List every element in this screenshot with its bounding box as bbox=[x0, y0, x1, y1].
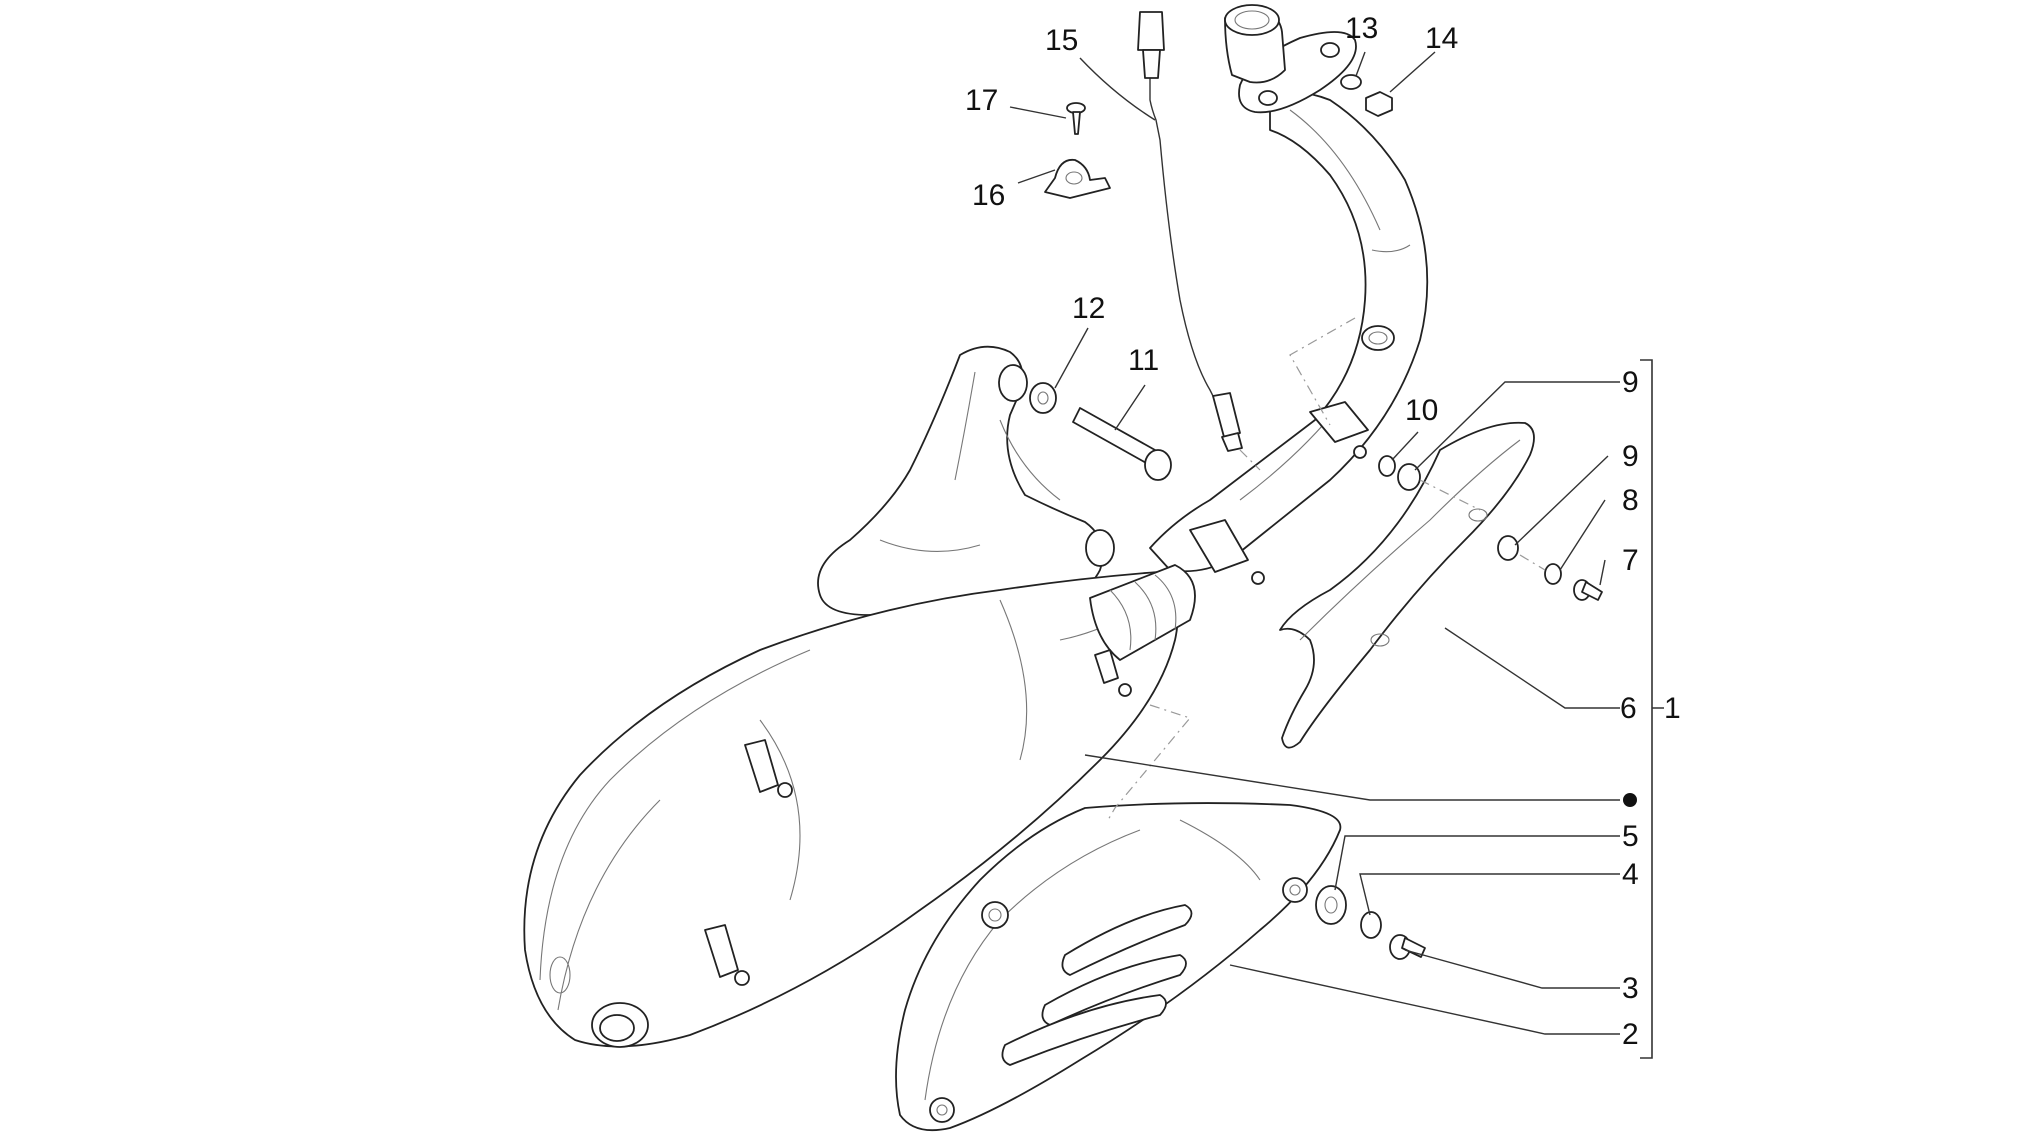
reference-dot bbox=[1623, 793, 1637, 807]
nut-14 bbox=[1365, 91, 1393, 117]
washer-4 bbox=[1360, 911, 1382, 939]
washer-9a bbox=[1397, 463, 1421, 491]
group-bracket bbox=[1640, 359, 1664, 1059]
cable-clamp bbox=[1044, 158, 1111, 199]
callout-5: 5 bbox=[1622, 820, 1639, 853]
heat-shield-lower bbox=[895, 802, 1342, 1132]
callout-7: 7 bbox=[1622, 544, 1639, 577]
callout-numbers: 15 17 16 13 14 12 11 10 9 9 8 7 6 1 5 4 … bbox=[965, 12, 1681, 1051]
screw-3 bbox=[1389, 934, 1426, 960]
callout-9a: 9 bbox=[1622, 366, 1639, 399]
callout-14: 14 bbox=[1425, 22, 1458, 55]
assembly-line-sensor bbox=[1239, 317, 1356, 471]
heat-shield-upper bbox=[1279, 421, 1535, 749]
callout-4: 4 bbox=[1622, 858, 1639, 891]
callout-11: 11 bbox=[1128, 344, 1159, 377]
callout-12: 12 bbox=[1072, 292, 1105, 325]
assembly-line-screw bbox=[1419, 479, 1546, 571]
callout-6: 6 bbox=[1620, 692, 1637, 725]
exhaust-flange bbox=[1224, 4, 1357, 114]
callout-13: 13 bbox=[1345, 12, 1378, 45]
callout-1: 1 bbox=[1664, 692, 1681, 725]
exhaust-header-pipe bbox=[1149, 91, 1429, 585]
washer-9b bbox=[1497, 535, 1519, 561]
mounting-bracket bbox=[817, 345, 1115, 616]
callout-17: 17 bbox=[965, 84, 998, 117]
washer-8 bbox=[1544, 563, 1562, 585]
grommet-5 bbox=[1315, 885, 1347, 925]
callout-8: 8 bbox=[1622, 484, 1639, 517]
washer-10 bbox=[1378, 455, 1396, 477]
muffler-body bbox=[523, 564, 1196, 1048]
screw-17 bbox=[1066, 102, 1086, 135]
callout-16: 16 bbox=[972, 179, 1005, 212]
callout-3: 3 bbox=[1622, 972, 1639, 1005]
callout-15: 15 bbox=[1045, 24, 1078, 57]
washer-12 bbox=[1029, 382, 1057, 414]
callout-2: 2 bbox=[1622, 1018, 1639, 1051]
bolt-11 bbox=[1072, 407, 1172, 481]
lambda-sensor bbox=[1137, 11, 1243, 452]
washer-13 bbox=[1340, 74, 1362, 90]
leader-lines bbox=[1009, 51, 1637, 1035]
screw-7 bbox=[1573, 579, 1603, 601]
callout-9b: 9 bbox=[1622, 440, 1639, 473]
callout-10: 10 bbox=[1405, 394, 1438, 427]
